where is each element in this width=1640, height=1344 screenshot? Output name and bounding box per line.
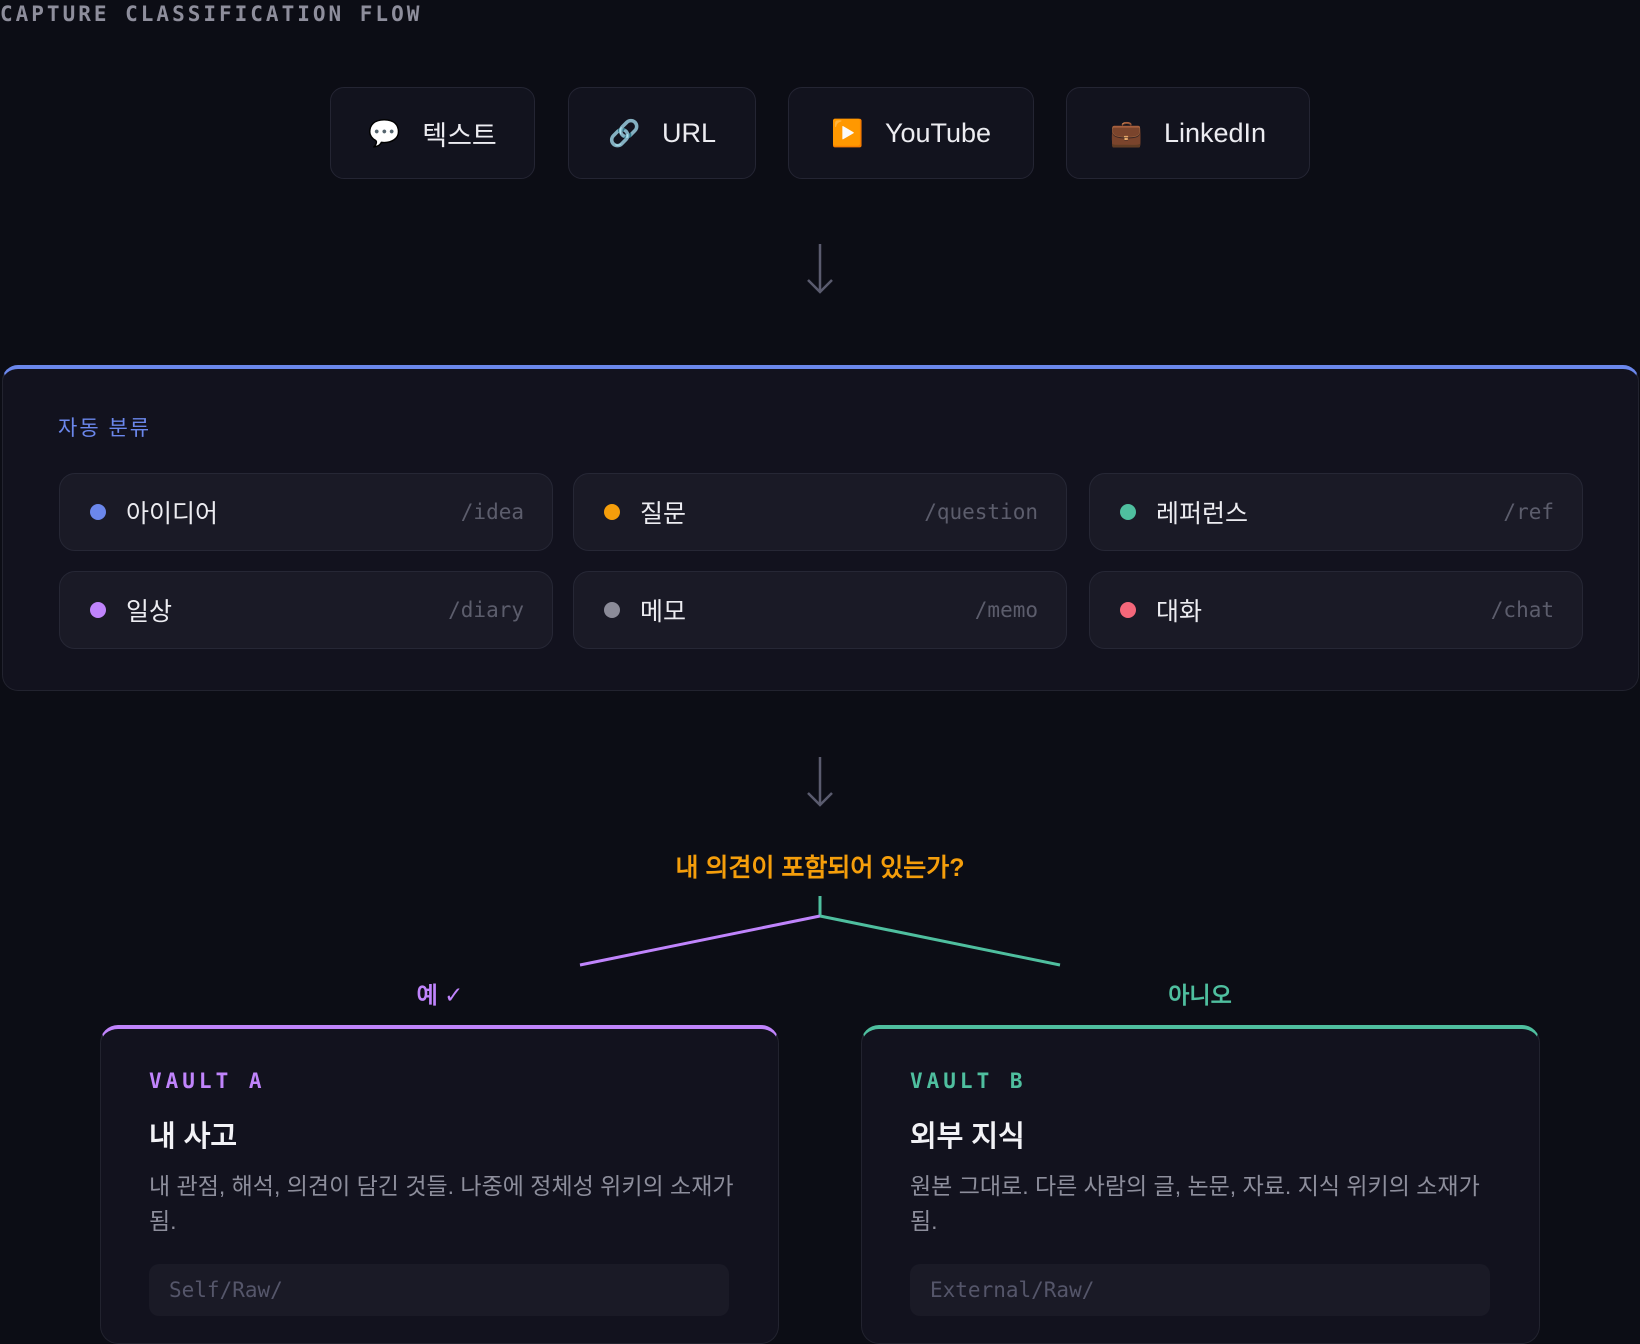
category-path: /ref <box>1503 500 1554 524</box>
vault-title: 외부 지식 <box>910 1121 1025 1153</box>
speech-bubble-icon: 💬 <box>368 118 401 148</box>
category-dot <box>90 602 106 618</box>
category-name: 메모 <box>640 598 687 626</box>
vault-description: 내 관점, 해석, 의견이 담긴 것들. 나중에 정체성 위키의 소재가 됨. <box>149 1173 734 1234</box>
category-memo[interactable]: 메모 /memo <box>573 571 1067 649</box>
auto-classification-panel: 자동 분류 아이디어 /idea 질문 /question 레퍼런스 /ref … <box>2 365 1639 691</box>
briefcase-icon: 💼 <box>1109 118 1143 148</box>
source-label: LinkedIn <box>1163 117 1267 148</box>
source-youtube[interactable]: ▶️ YouTube <box>788 87 1034 179</box>
category-ref[interactable]: 레퍼런스 /ref <box>1089 473 1583 551</box>
vault-tag: VAULT B <box>910 1069 1027 1093</box>
source-list: 💬 텍스트 🔗 URL ▶️ YouTube 💼 LinkedIn <box>0 87 1640 179</box>
category-idea[interactable]: 아이디어 /idea <box>59 473 553 551</box>
category-question[interactable]: 질문 /question <box>573 473 1067 551</box>
category-dot <box>604 504 620 520</box>
vault-tag: VAULT A <box>149 1069 266 1093</box>
category-diary[interactable]: 일상 /diary <box>59 571 553 649</box>
category-name: 일상 <box>126 598 173 626</box>
vault-title: 내 사고 <box>149 1121 238 1153</box>
source-url[interactable]: 🔗 URL <box>568 87 756 179</box>
yes-branch-label: 예 ✓ <box>416 982 464 1008</box>
category-name: 질문 <box>640 500 687 528</box>
vault-path: External/Raw/ <box>910 1264 1490 1316</box>
category-dot <box>90 504 106 520</box>
category-dot <box>604 602 620 618</box>
panel-label: 자동 분류 <box>58 417 152 440</box>
vault-path: Self/Raw/ <box>149 1264 729 1316</box>
category-dot <box>1120 602 1136 618</box>
source-label: URL <box>661 117 716 148</box>
category-path: /question <box>924 500 1038 524</box>
page-title: CAPTURE CLASSIFICATION FLOW <box>0 2 423 26</box>
source-label: 텍스트 <box>422 120 497 151</box>
link-icon: 🔗 <box>607 118 641 148</box>
category-path: /idea <box>460 500 524 524</box>
decision-question: 내 의견이 포함되어 있는가? <box>675 854 965 882</box>
category-path: /diary <box>448 598 524 622</box>
category-name: 레퍼런스 <box>1156 500 1249 528</box>
category-path: /chat <box>1490 598 1554 622</box>
vault-b-card[interactable]: VAULT B 외부 지식 원본 그대로. 다른 사람의 글, 논문, 자료. … <box>861 1025 1540 1344</box>
arrow-down-icon <box>807 244 833 294</box>
category-dot <box>1120 504 1136 520</box>
category-chat[interactable]: 대화 /chat <box>1089 571 1583 649</box>
play-button-icon: ▶️ <box>830 118 864 148</box>
no-branch-label: 아니오 <box>1168 982 1232 1008</box>
vault-description: 원본 그대로. 다른 사람의 글, 논문, 자료. 지식 위키의 소재가 됨. <box>910 1173 1480 1234</box>
arrow-down-icon <box>807 757 833 807</box>
source-linkedin[interactable]: 💼 LinkedIn <box>1066 87 1310 179</box>
category-name: 아이디어 <box>126 500 219 528</box>
category-path: /memo <box>974 598 1038 622</box>
vault-a-card[interactable]: VAULT A 내 사고 내 관점, 해석, 의견이 담긴 것들. 나중에 정체… <box>100 1025 779 1344</box>
category-name: 대화 <box>1156 598 1203 626</box>
source-text[interactable]: 💬 텍스트 <box>330 87 535 179</box>
source-label: YouTube <box>884 117 992 148</box>
decision-branch-lines <box>579 896 1061 967</box>
